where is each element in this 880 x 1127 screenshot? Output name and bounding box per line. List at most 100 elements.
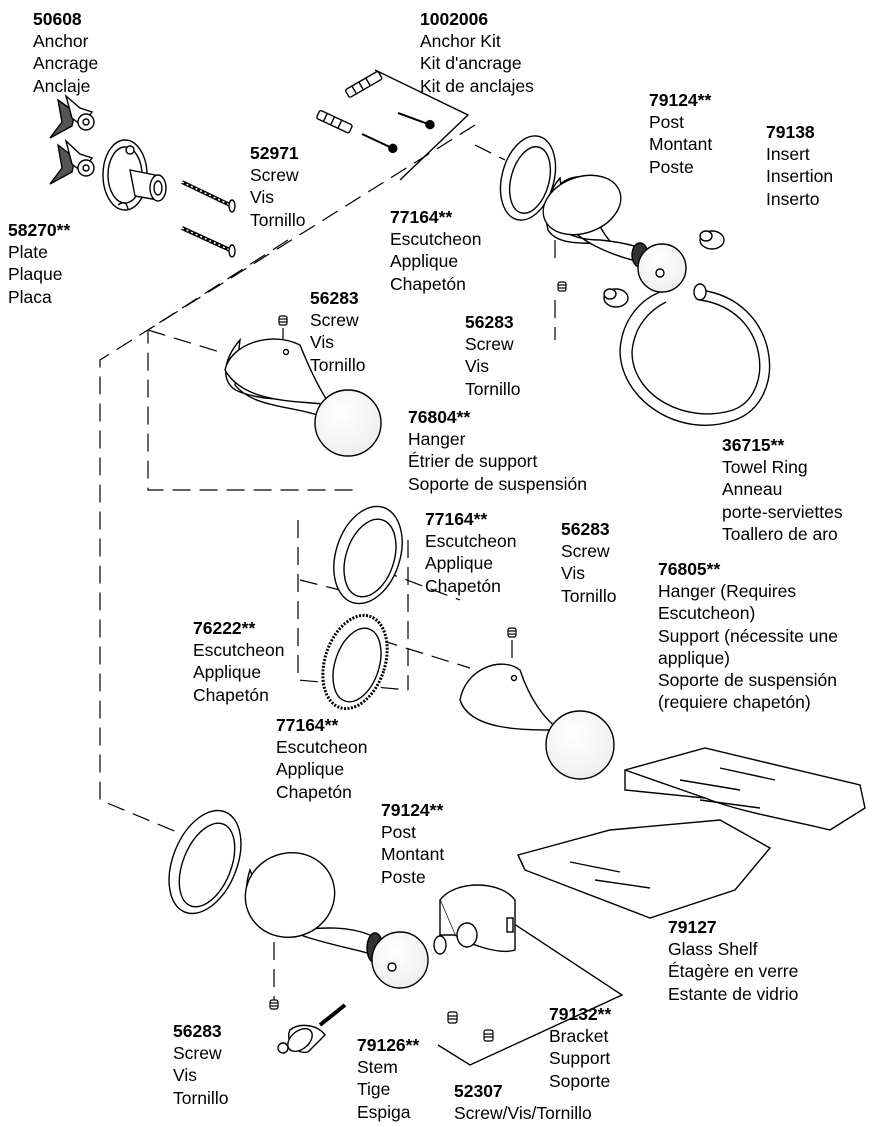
part-label-fr: Montant: [649, 134, 713, 155]
part-callout-56283-b: 56283 Screw Vis Tornillo: [465, 311, 520, 400]
part-number: 79126**: [357, 1035, 420, 1055]
part-label-en: Escutcheon: [425, 531, 517, 552]
part-label-es: Chapetón: [193, 684, 269, 705]
part-number: 56283: [310, 288, 359, 308]
part-label-en: Screw: [561, 541, 610, 562]
post-illustration: [542, 174, 687, 293]
part-label-es: Tornillo: [465, 378, 521, 399]
part-callout-79127: 79127 Glass Shelf Étagère en verre Estan…: [668, 916, 798, 1005]
part-label-es: Chapetón: [390, 273, 466, 294]
part-label-fr: Applique: [276, 759, 345, 780]
part-label-fr: Kit d'ancrage: [420, 53, 522, 74]
part-number: 79127: [668, 917, 717, 937]
part-callout-50608: 50608 Anchor Ancrage Anclaje: [33, 8, 98, 97]
part-callout-56283-a: 56283 Screw Vis Tornillo: [310, 287, 365, 376]
part-label-en: Escutcheon: [193, 640, 285, 661]
part-label-es: Chapetón: [276, 781, 352, 802]
part-callout-36715: 36715** Towel Ring Anneau porte-serviett…: [722, 434, 843, 545]
part-label-fr: Vis: [250, 187, 274, 208]
part-number: 79124**: [381, 800, 444, 820]
part-label-fr: Vis: [173, 1065, 197, 1086]
part-label-es: Inserto: [766, 188, 820, 209]
set-screw-illustration: [269, 281, 567, 1042]
part-label-en: Stem: [357, 1057, 398, 1078]
post-illustration: [244, 851, 429, 989]
part-label-es: Poste: [381, 866, 426, 887]
part-label-es: Soporte de suspensión: [408, 473, 588, 494]
part-label-es-2: (requiere chapetón): [658, 692, 811, 713]
part-label-es: Tornillo: [310, 354, 366, 375]
part-label-fr: Applique: [425, 553, 494, 574]
part-number: 76222**: [193, 618, 256, 638]
part-label-fr: Applique: [390, 251, 459, 272]
part-number: 77164**: [276, 715, 339, 735]
part-callout-79126: 79126** Stem Tige Espiga: [357, 1034, 419, 1123]
part-label-es: Kit de anclajes: [420, 75, 534, 96]
part-label-es: Espiga: [357, 1101, 411, 1122]
glass-shelf-illustration: [517, 747, 866, 919]
bracket-illustration: [433, 884, 624, 1066]
part-label-fr: Montant: [381, 844, 445, 865]
part-callout-76804: 76804** Hanger Étrier de support Soporte…: [408, 406, 587, 495]
screw-illustration: [181, 180, 236, 258]
part-label-es: Toallero de aro: [722, 523, 838, 544]
part-callout-52307: 52307 Screw/Vis/Tornillo: [454, 1080, 592, 1124]
part-label-en-2: Escutcheon): [658, 603, 756, 624]
part-callout-79124-bottom: 79124** Post Montant Poste: [381, 799, 444, 888]
part-callout-77164-middle: 77164** Escutcheon Applique Chapetón: [425, 508, 516, 597]
part-callout-79132: 79132** Bracket Support Soporte: [549, 1003, 611, 1092]
hanger-illustration: [224, 337, 382, 457]
part-number: 52307: [454, 1081, 503, 1101]
part-label-fr: Plaque: [8, 264, 63, 285]
part-label-fr: Insertion: [766, 166, 834, 187]
part-label-en: Towel Ring: [722, 457, 808, 478]
part-label-es: Poste: [649, 156, 694, 177]
part-label-fr-2: porte-serviettes: [722, 501, 843, 522]
anchor-illustration: [49, 93, 95, 185]
part-number: 56283: [561, 519, 610, 539]
part-label-fr: Ancrage: [33, 53, 99, 74]
anchor-kit-illustration: [316, 69, 470, 181]
part-label-es: Soporte de suspensión: [658, 670, 838, 691]
part-label-fr: Support: [549, 1048, 611, 1069]
part-callout-77164-bottom: 77164** Escutcheon Applique Chapetón: [276, 714, 367, 803]
part-label-en: Screw: [250, 165, 299, 186]
part-callout-52971: 52971 Screw Vis Tornillo: [250, 142, 305, 231]
part-number: 79132**: [549, 1004, 612, 1024]
part-label-en: Post: [649, 112, 685, 133]
part-label-es: Chapetón: [425, 575, 501, 596]
part-number: 56283: [465, 312, 514, 332]
part-label-en: Escutcheon: [276, 737, 368, 758]
towel-ring-illustration: [619, 283, 771, 426]
part-number: 76805**: [658, 559, 721, 579]
part-label-en: Screw: [173, 1043, 222, 1064]
part-number: 1002006: [420, 9, 489, 29]
part-number: 77164**: [390, 207, 453, 227]
part-number: 76804**: [408, 407, 471, 427]
part-number: 52971: [250, 143, 299, 163]
part-label-en: Plate: [8, 242, 48, 263]
part-number: 79138: [766, 122, 815, 142]
part-label-fr: Support (nécessite une: [658, 625, 838, 646]
part-callout-76805: 76805** Hanger (Requires Escutcheon) Sup…: [658, 558, 838, 713]
hanger-illustration: [459, 663, 615, 780]
part-number: 50608: [33, 9, 82, 29]
part-label-en: Screw: [310, 310, 359, 331]
part-callout-79138: 79138 Insert Insertion Inserto: [766, 121, 833, 210]
part-callout-76222: 76222** Escutcheon Applique Chapetón: [193, 617, 284, 706]
part-label-trilingual: Screw/Vis/Tornillo: [454, 1103, 592, 1124]
part-label-fr: Étrier de support: [408, 451, 538, 472]
part-label-es: Tornillo: [250, 209, 306, 230]
part-number: 77164**: [425, 509, 488, 529]
part-label-en: Glass Shelf: [668, 939, 758, 960]
part-label-es: Anclaje: [33, 75, 91, 96]
part-label-en: Anchor: [33, 31, 89, 52]
mounting-plate-illustration: [102, 139, 167, 211]
part-label-fr: Applique: [193, 662, 262, 683]
part-callout-1002006: 1002006 Anchor Kit Kit d'ancrage Kit de …: [420, 8, 534, 97]
part-label-es: Estante de vidrio: [668, 983, 799, 1004]
part-label-en: Post: [381, 822, 417, 843]
part-callout-79124-top: 79124** Post Montant Poste: [649, 89, 712, 178]
part-number: 58270**: [8, 220, 71, 240]
